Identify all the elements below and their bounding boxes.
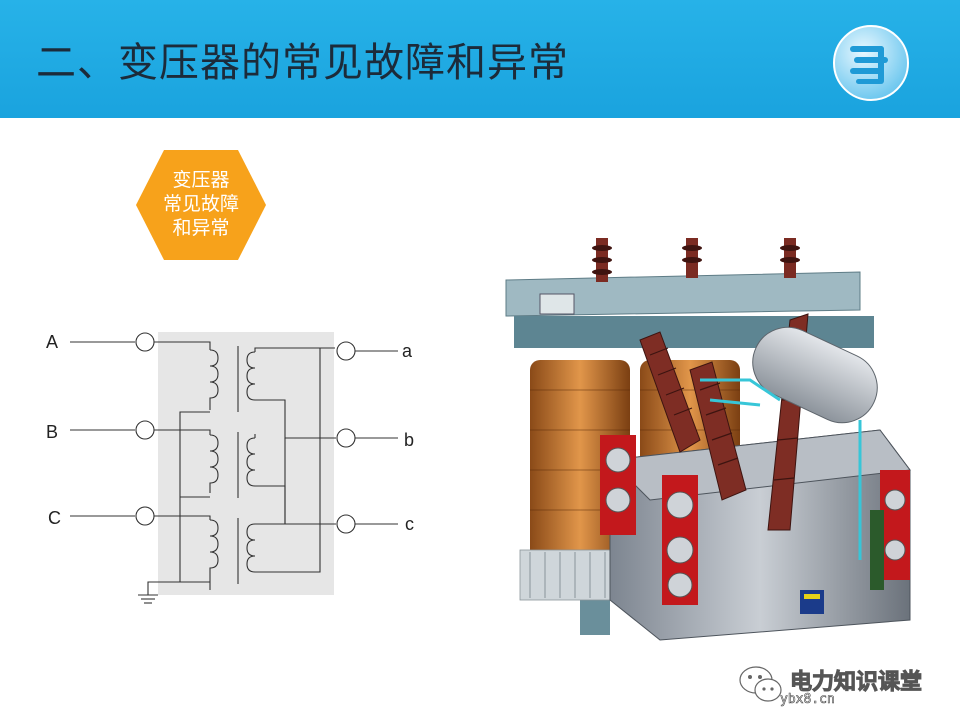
terminal-a — [336, 341, 356, 361]
label-A: A — [46, 332, 58, 352]
slide-title: 二、变压器的常见故障和异常 — [36, 40, 569, 86]
badge-line-1: 变压器 — [172, 169, 230, 191]
watermark-brand: 电力知识课堂 — [789, 670, 923, 696]
terminal-B — [135, 420, 155, 440]
slide-header — [0, 0, 960, 118]
badge-line-2: 常见故障 — [162, 193, 239, 215]
diagram-background — [158, 332, 334, 595]
terminal-b — [336, 428, 356, 448]
wechat-watermark-icon — [739, 666, 782, 702]
label-a: a — [402, 341, 413, 361]
label-c: c — [405, 514, 414, 534]
watermark-url: ybx8.cn — [780, 692, 835, 708]
topic-badge — [136, 150, 266, 260]
terminal-C — [135, 506, 155, 526]
label-C: C — [48, 508, 61, 528]
badge-line-3: 和异常 — [172, 217, 230, 239]
topic-badge-text: 变压器 常见故障 和异常 — [136, 168, 266, 240]
transformer-wiring-diagram: A B C a b c — [46, 332, 414, 604]
brand-logo-icon — [833, 25, 909, 101]
label-b: b — [404, 430, 414, 450]
label-B: B — [46, 422, 58, 442]
transformer-photo — [505, 238, 911, 641]
terminal-A — [135, 332, 155, 352]
terminal-c — [336, 514, 356, 534]
